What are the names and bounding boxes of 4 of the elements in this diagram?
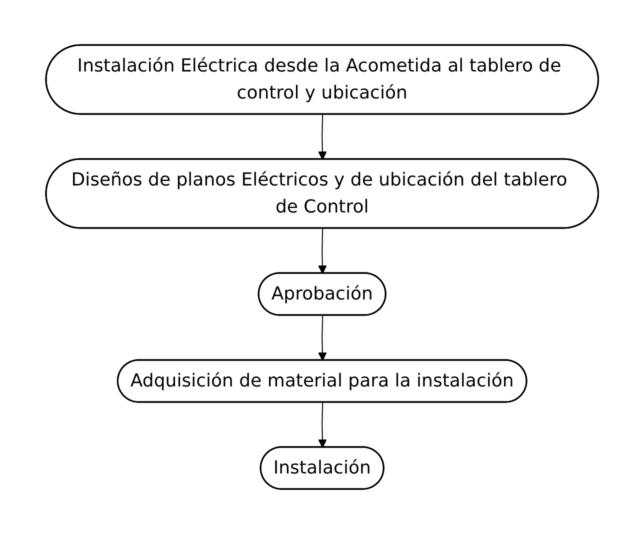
- arrow: [318, 314, 327, 360]
- arrow: [318, 228, 327, 274]
- arrow: [318, 402, 327, 448]
- arrow: [318, 114, 327, 160]
